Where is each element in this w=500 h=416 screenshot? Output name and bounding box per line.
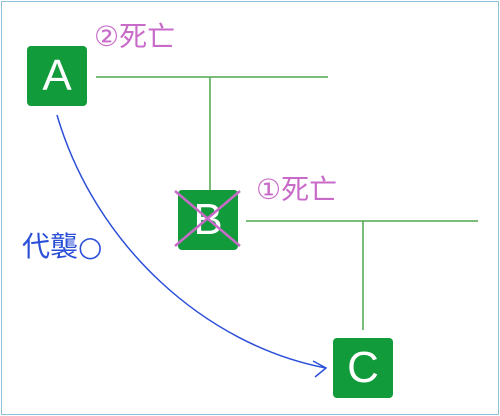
- arrow-head: [312, 360, 328, 378]
- arrow-label: 代襲○: [22, 230, 103, 263]
- node-c: C: [333, 338, 393, 398]
- node-a-status: ②死亡: [94, 20, 176, 53]
- cross-mark-icon: [174, 190, 241, 247]
- node-c-label: C: [347, 343, 379, 392]
- node-b: B: [178, 190, 238, 250]
- node-b-status: ①死亡: [256, 173, 338, 206]
- succession-arrow: [56, 114, 327, 369]
- node-a-label: A: [42, 51, 72, 100]
- node-a: A: [27, 46, 87, 106]
